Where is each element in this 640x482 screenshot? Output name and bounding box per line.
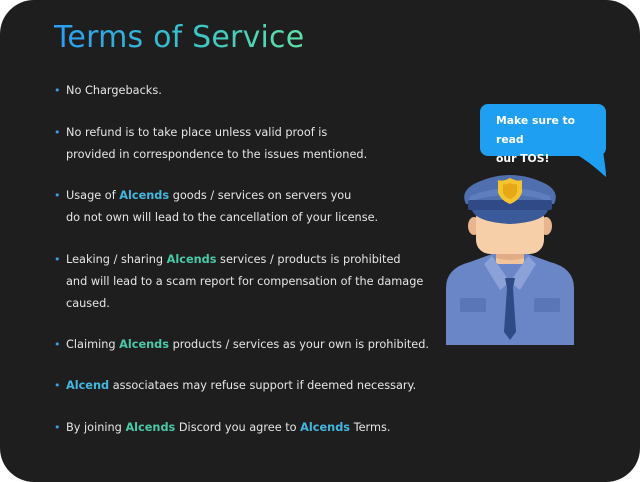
- bullet-icon: •: [54, 253, 61, 266]
- rule-line: By joining Alcends Discord you agree to …: [66, 417, 426, 439]
- brand-highlight: Alcend: [66, 379, 110, 392]
- bullet-icon: •: [54, 379, 61, 392]
- rule-text: provided in correspondence to the issues…: [66, 148, 368, 161]
- brand-highlight: Alcends: [125, 421, 176, 434]
- rule-line: Usage of Alcends goods / services on ser…: [66, 185, 426, 207]
- brand-highlight: Alcends: [119, 338, 169, 351]
- rule-text: No Chargebacks.: [66, 84, 162, 97]
- police-officer-icon: [446, 175, 574, 345]
- rule-text: and will lead to a scam report for compe…: [66, 275, 424, 288]
- speech-bubble-line-1: Make sure to read: [496, 114, 576, 146]
- speech-bubble-text: Make sure to read our TOS!: [496, 111, 604, 168]
- rule-line: Alcend associataes may refuse support if…: [66, 375, 426, 397]
- brand-highlight: Alcends: [166, 253, 217, 266]
- rule-item: • No Chargebacks.: [54, 80, 426, 102]
- speech-bubble-tail: [579, 150, 606, 177]
- rule-item: • Claiming Alcends products / services as…: [54, 334, 429, 356]
- rule-item: • Leaking / sharing Alcends services / pr…: [54, 249, 426, 315]
- rule-line: do not own will lead to the cancellation…: [66, 207, 426, 229]
- bullet-icon: •: [54, 84, 61, 97]
- rule-text: Usage of: [66, 189, 120, 202]
- rule-text: goods / services on servers you: [169, 189, 352, 202]
- speech-bubble-line-2: our TOS!: [496, 152, 550, 165]
- rule-line: No refund is to take place unless valid …: [66, 122, 426, 144]
- rule-line: Leaking / sharing Alcends services / pro…: [66, 249, 426, 271]
- rule-item: • Usage of Alcends goods / services on se…: [54, 185, 426, 229]
- rule-item: • Alcend associataes may refuse support i…: [54, 375, 426, 397]
- brand-highlight: Alcends: [119, 189, 170, 202]
- rule-text: Discord you agree to: [175, 421, 301, 434]
- rule-line: and will lead to a scam report for compe…: [66, 271, 426, 293]
- rule-line: No Chargebacks.: [66, 80, 426, 102]
- bullet-icon: •: [54, 338, 61, 351]
- rule-line: provided in correspondence to the issues…: [66, 144, 426, 166]
- rule-text: products / services as your own is prohi…: [168, 338, 429, 351]
- rule-text: Leaking / sharing: [66, 253, 167, 266]
- rule-item: • No refund is to take place unless valid…: [54, 122, 426, 166]
- rule-text: By joining: [66, 421, 126, 434]
- rule-text: associataes may refuse support if deemed…: [109, 379, 417, 392]
- rule-text: do not own will lead to the cancellation…: [66, 211, 379, 224]
- speech-bubble: Make sure to read our TOS!: [480, 104, 606, 165]
- page-title: Terms of Service: [54, 20, 305, 55]
- rule-text: Claiming: [66, 338, 120, 351]
- rule-line: Claiming Alcends products / services as …: [66, 334, 429, 356]
- bullet-icon: •: [54, 126, 61, 139]
- rule-line: caused.: [66, 293, 426, 315]
- rule-item: • By joining Alcends Discord you agree to…: [54, 417, 426, 439]
- bullet-icon: •: [54, 421, 61, 434]
- bullet-icon: •: [54, 189, 61, 202]
- rule-text: Terms.: [350, 421, 391, 434]
- rule-text: No refund is to take place unless valid …: [66, 126, 328, 139]
- rule-text: services / products is prohibited: [216, 253, 401, 266]
- rule-text: caused.: [66, 297, 110, 310]
- brand-highlight: Alcends: [300, 421, 350, 434]
